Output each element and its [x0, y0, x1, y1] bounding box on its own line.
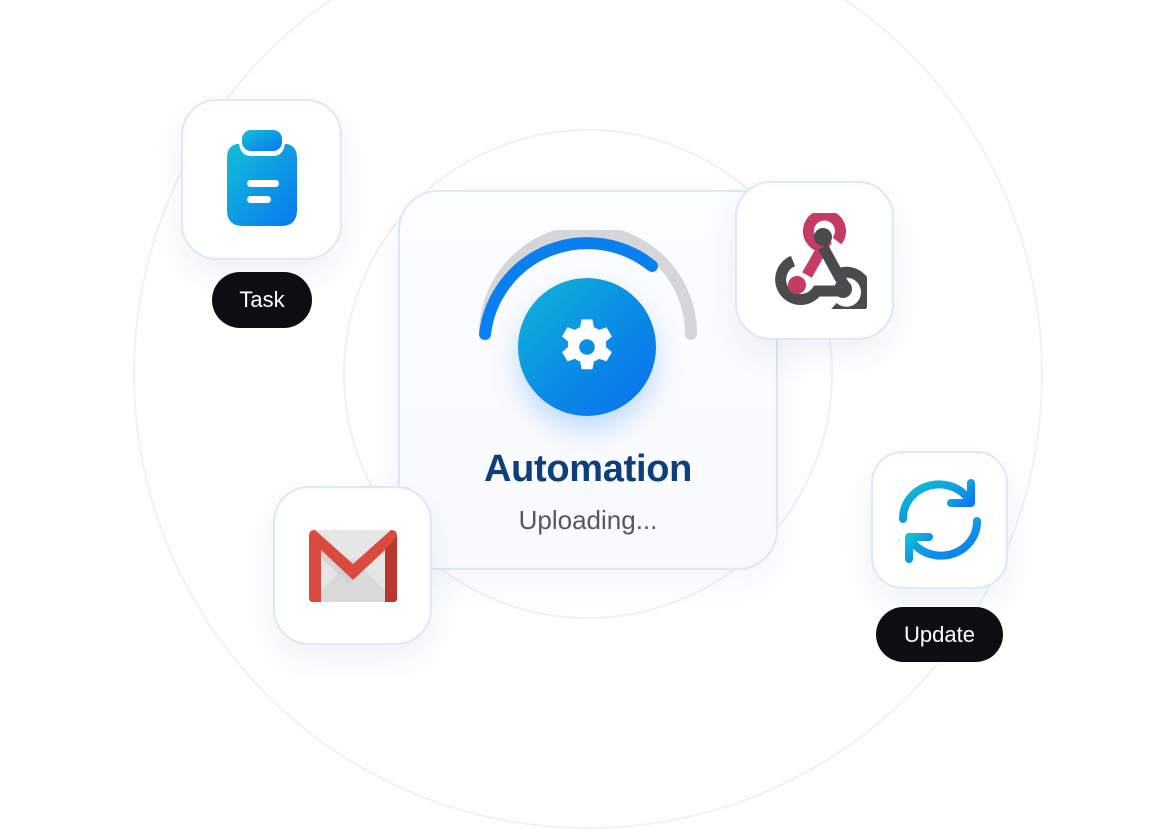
- progress-arc: [479, 230, 697, 340]
- sync-icon: [898, 479, 981, 563]
- automation-gear-button[interactable]: [518, 278, 656, 416]
- update-app-card[interactable]: [871, 451, 1008, 589]
- gear-icon: [562, 319, 612, 370]
- clipboard-icon: [226, 129, 297, 226]
- update-label-pill: Update: [876, 607, 1003, 662]
- inner-orbit-ring: [343, 129, 833, 619]
- upload-status-text: Uploading...: [518, 505, 658, 535]
- gmail-app-card[interactable]: [273, 486, 432, 645]
- automation-title: Automation: [483, 448, 693, 490]
- task-label-pill: Task: [212, 272, 312, 328]
- task-app-card[interactable]: [181, 99, 342, 260]
- gmail-icon: [308, 529, 397, 602]
- webhook-app-card[interactable]: [735, 181, 894, 340]
- webhook-icon: [774, 212, 867, 309]
